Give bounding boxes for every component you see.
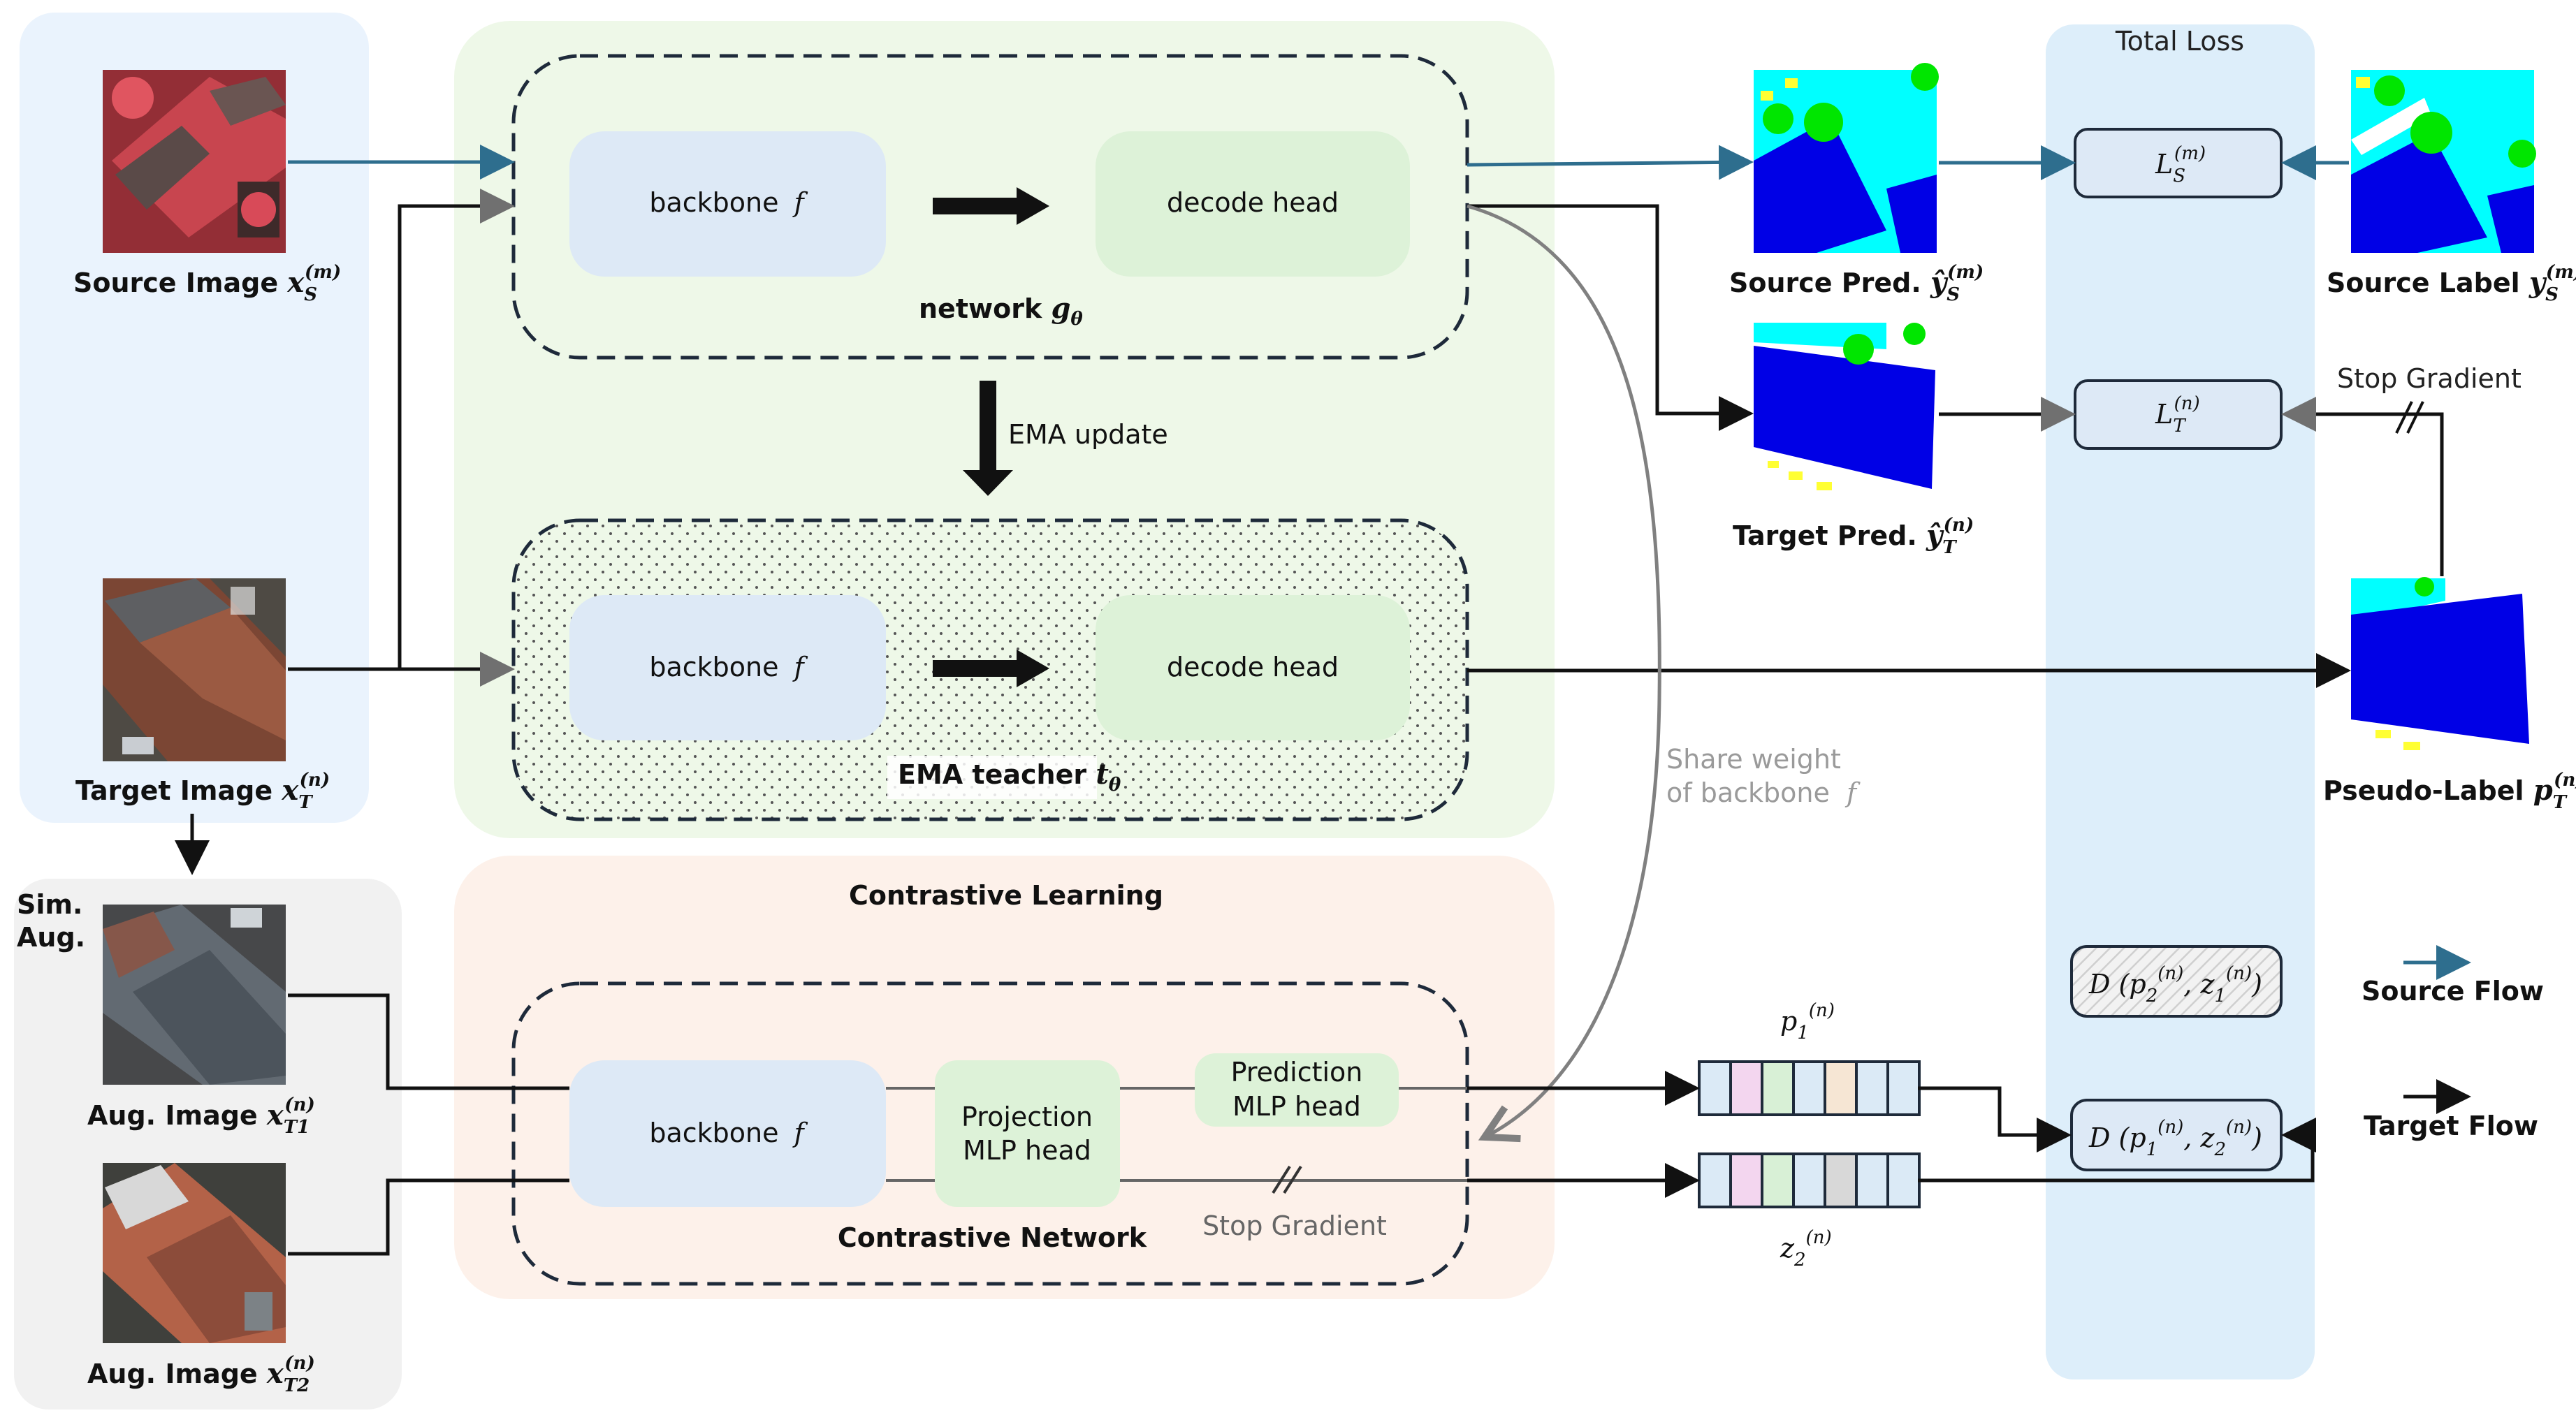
target-flow-legend-label: Target Flow [2364, 1111, 2538, 1141]
projection-head-box [935, 1060, 1120, 1207]
teacher-inner-arrow [933, 650, 1049, 687]
target-loss-box [2074, 379, 2283, 450]
source-loss-label: LS(m) [2155, 143, 2206, 186]
stop-gradient-contrastive-label: Stop Gradient [1202, 1210, 1387, 1241]
feature-cell [1855, 1152, 1889, 1208]
student-network-label: network gθ [919, 292, 1083, 330]
aug2-to-contrastive-line [288, 1178, 569, 1256]
source-label-label: Source Label yS(m) [2327, 262, 2576, 305]
feature-cell [1729, 1152, 1763, 1208]
feature-cell [1729, 1060, 1763, 1116]
target-image-label: Target Image xT(n) [75, 770, 330, 813]
sim-aug-label-1: Sim. [17, 889, 82, 920]
target-pred-label: Target Pred. ŷT(n) [1733, 515, 1974, 558]
feature-cell [1824, 1060, 1858, 1116]
contrastive-backbone-label: backbone f [649, 1118, 808, 1148]
z2-feature-vector [1698, 1152, 1921, 1208]
z2-label: z2(n) [1780, 1227, 1832, 1271]
student-backbone-box [569, 131, 886, 277]
ema-update-label: EMA update [1008, 419, 1168, 450]
teacher-network-label: EMA teacher tθ [898, 758, 1121, 796]
teacher-backbone-box [569, 595, 886, 740]
contrastive-network-label: Contrastive Network [838, 1222, 1147, 1253]
student-decode-head-box [1096, 131, 1410, 277]
aug-image-2 [103, 1163, 286, 1343]
feature-cell [1824, 1152, 1858, 1208]
target-image-to-network-arrow [288, 189, 515, 671]
aug1-to-contrastive-line [288, 993, 569, 1090]
target-image [103, 578, 286, 761]
aug-image-1-label: Aug. Image xT1(n) [87, 1095, 315, 1138]
teacher-decode-head-label: decode head [1167, 652, 1339, 682]
feature-cell [1761, 1152, 1795, 1208]
teacher-backbone-label: backbone f [649, 652, 808, 682]
prediction-head-label-2: MLP head [1232, 1091, 1361, 1122]
network-to-target-pred-arrow [1467, 204, 1754, 431]
source-flow-legend-label: Source Flow [2362, 976, 2544, 1007]
source-pred-image [1754, 63, 1939, 253]
feature-cell [1792, 1152, 1826, 1208]
aug-image-1 [103, 905, 286, 1085]
total-loss-title: Total Loss [2115, 26, 2244, 57]
contrastive-network-box [511, 981, 1469, 1286]
source-image-label: Source Image xS(m) [73, 262, 341, 305]
teacher-decode-head-box [1096, 595, 1410, 740]
stop-gradient-loss-label: Stop Gradient [2337, 363, 2522, 394]
network-to-source-pred-arrow [1467, 145, 1754, 180]
feature-cell [1698, 1060, 1732, 1116]
pseudo-label-image [2351, 577, 2534, 761]
share-weight-label-1: Share weight [1666, 744, 1841, 775]
pseudo-label-label: Pseudo-Label pT(n) [2323, 770, 2576, 813]
feature-cell [1886, 1060, 1921, 1116]
target-loss-label: LT(n) [2155, 393, 2200, 437]
student-inner-arrow [933, 187, 1049, 225]
target-pred-image [1754, 323, 1937, 506]
feature-cell [1792, 1060, 1826, 1116]
student-decode-head-label: decode head [1167, 187, 1339, 218]
contrastive-backbone-box [569, 1060, 886, 1207]
feature-cell [1855, 1060, 1889, 1116]
source-pred-label: Source Pred. ŷS(m) [1729, 262, 1984, 305]
source-image [103, 70, 286, 253]
z2-to-loss-arrow [1918, 1118, 2316, 1183]
contrastive-learning-title: Contrastive Learning [849, 880, 1163, 911]
pseudo-label-to-loss-arrow [2281, 397, 2444, 576]
feature-cell [1761, 1060, 1795, 1116]
aug-image-2-label: Aug. Image xT2(n) [87, 1353, 315, 1396]
feature-cell [1698, 1152, 1732, 1208]
source-label-image [2351, 70, 2536, 253]
student-backbone-label: backbone f [649, 187, 808, 218]
ema-update-arrow [963, 381, 1013, 496]
p1-feature-vector [1698, 1060, 1921, 1116]
prediction-head-box [1195, 1053, 1399, 1127]
projection-head-label-2: MLP head [963, 1135, 1091, 1166]
share-weight-label-2: of backbone f [1666, 777, 1861, 808]
p1-to-loss-arrow [1918, 1086, 2072, 1152]
prediction-head-label-1: Prediction [1231, 1057, 1363, 1088]
share-weight-arrow [1467, 204, 1661, 1137]
contrastive-loss-box-hatched [2070, 945, 2283, 1018]
projection-head-label-1: Projection [961, 1101, 1093, 1132]
p1-label: p1(n) [1780, 1000, 1835, 1044]
sim-aug-label-2: Aug. [17, 922, 85, 953]
feature-cell [1886, 1152, 1921, 1208]
total-loss-column [2046, 24, 2315, 1379]
